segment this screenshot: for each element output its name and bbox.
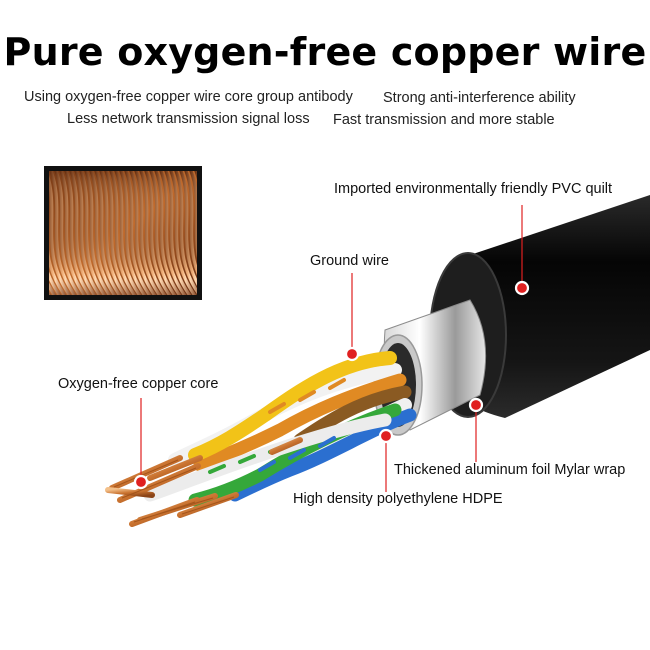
- copper-strand: [154, 171, 182, 295]
- copper-strand: [49, 249, 67, 295]
- copper-strand: [64, 171, 92, 295]
- callout-hdpe: High density polyethylene HDPE: [293, 491, 503, 507]
- copper-strand: [54, 171, 82, 295]
- copper-strand: [94, 171, 122, 295]
- feature-text-fast-transmission: Fast transmission and more stable: [333, 112, 555, 128]
- copper-strand: [59, 171, 87, 295]
- copper-strand: [174, 171, 197, 294]
- copper-strand: [99, 171, 127, 295]
- copper-strand: [159, 171, 187, 295]
- copper-strand: [69, 171, 97, 295]
- copper-strand: [109, 171, 137, 295]
- copper-strand: [164, 171, 192, 295]
- callout-ground-wire: Ground wire: [310, 253, 389, 269]
- copper-strand: [149, 171, 177, 295]
- feature-text-antibody: Using oxygen-free copper wire core group…: [24, 89, 353, 105]
- copper-strand: [144, 171, 172, 295]
- copper-strand: [79, 171, 107, 295]
- copper-strand: [89, 171, 117, 295]
- copper-strand: [49, 171, 77, 295]
- copper-strand: [74, 171, 102, 295]
- copper-strand: [114, 171, 142, 295]
- callout-copper-core: Oxygen-free copper core: [58, 376, 219, 392]
- callout-lines: [140, 205, 523, 492]
- copper-strand: [134, 171, 162, 295]
- copper-strand: [124, 171, 152, 295]
- callout-pvc-jacket: Imported environmentally friendly PVC qu…: [334, 181, 613, 197]
- page-title: Pure oxygen-free copper wire: [3, 30, 647, 74]
- copper-strand: [184, 171, 197, 275]
- copper-strand: [84, 171, 112, 295]
- feature-text-anti-interference: Strong anti-interference ability: [383, 90, 576, 106]
- copper-strand: [49, 174, 72, 295]
- copper-strand: [179, 171, 197, 286]
- copper-strand: [189, 171, 197, 259]
- callout-aluminum-foil: Thickened aluminum foil Mylar wrap: [394, 462, 626, 478]
- copper-strand: [129, 171, 157, 295]
- copper-strand: [169, 171, 197, 295]
- copper-strand: [104, 171, 132, 295]
- feature-text-signal-loss: Less network transmission signal loss: [67, 111, 310, 127]
- copper-strand: [139, 171, 167, 295]
- copper-strand: [49, 271, 62, 295]
- copper-strand: [119, 171, 147, 295]
- copper-closeup-image: [44, 166, 202, 300]
- callout-markers: [133, 280, 530, 490]
